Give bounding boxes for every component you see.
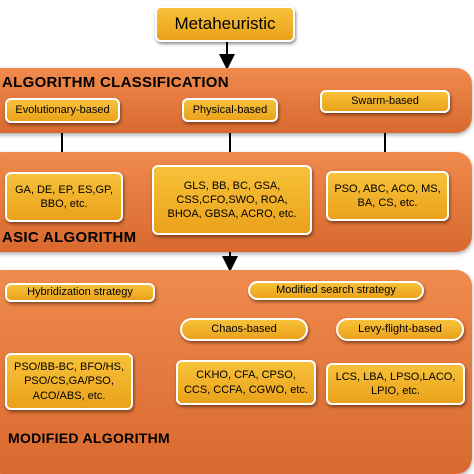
chaos-based-box: Chaos-based (180, 318, 308, 341)
physical-algorithms-text: GLS, BB, BC, GSA, CSS,CFO,SWO, ROA, BHOA… (167, 179, 297, 221)
physical-based-label: Physical-based (192, 103, 268, 116)
levy-flight-based-label: Levy-flight-based (358, 323, 442, 336)
evolutionary-based-box: Evolutionary-based (5, 98, 120, 123)
levy-algorithms-text: LCS, LBA, LPSO,LACO, LPIO, etc. (335, 370, 456, 397)
evolutionary-based-label: Evolutionary-based (15, 104, 110, 117)
chaos-algorithms-box: CKHO, CFA, CPSO, CCS, CCFA, CGWO, etc. (176, 360, 316, 405)
modified-search-strategy-box: Modified search strategy (248, 281, 424, 300)
physical-based-box: Physical-based (182, 98, 278, 122)
evolutionary-algorithms-text: GA, DE, EP, ES,GP, BBO, etc. (14, 183, 114, 210)
physical-algorithms-box: GLS, BB, BC, GSA, CSS,CFO,SWO, ROA, BHOA… (152, 165, 312, 235)
metaheuristic-box: Metaheuristic (155, 6, 295, 42)
hybridization-strategy-label: Hybridization strategy (27, 286, 133, 299)
swarm-algorithms-text: PSO, ABC, ACO, MS, BA, CS, etc. (334, 182, 441, 209)
swarm-algorithms-box: PSO, ABC, ACO, MS, BA, CS, etc. (326, 171, 449, 221)
hybrid-algorithms-box: PSO/BB-BC, BFO/HS, PSO/CS,GA/PSO, ACO/AB… (5, 353, 133, 410)
modified-search-strategy-label: Modified search strategy (276, 284, 396, 297)
chaos-algorithms-text: CKHO, CFA, CPSO, CCS, CCFA, CGWO, etc. (183, 369, 309, 396)
chaos-based-label: Chaos-based (211, 323, 277, 336)
swarm-based-label: Swarm-based (351, 95, 419, 108)
levy-algorithms-box: LCS, LBA, LPSO,LACO, LPIO, etc. (326, 363, 465, 405)
evolutionary-algorithms-box: GA, DE, EP, ES,GP, BBO, etc. (5, 172, 123, 222)
basic-algorithm-heading: ASIC ALGORITHM (2, 229, 137, 246)
hybridization-strategy-box: Hybridization strategy (5, 283, 155, 302)
metaheuristic-label: Metaheuristic (174, 13, 276, 33)
modified-algorithm-heading: MODIFIED ALGORITHM (8, 430, 170, 446)
hybrid-algorithms-text: PSO/BB-BC, BFO/HS, PSO/CS,GA/PSO, ACO/AB… (13, 361, 125, 402)
levy-flight-based-box: Levy-flight-based (336, 318, 464, 341)
swarm-based-box: Swarm-based (320, 90, 450, 113)
classification-heading: ALGORITHM CLASSIFICATION (2, 74, 229, 91)
